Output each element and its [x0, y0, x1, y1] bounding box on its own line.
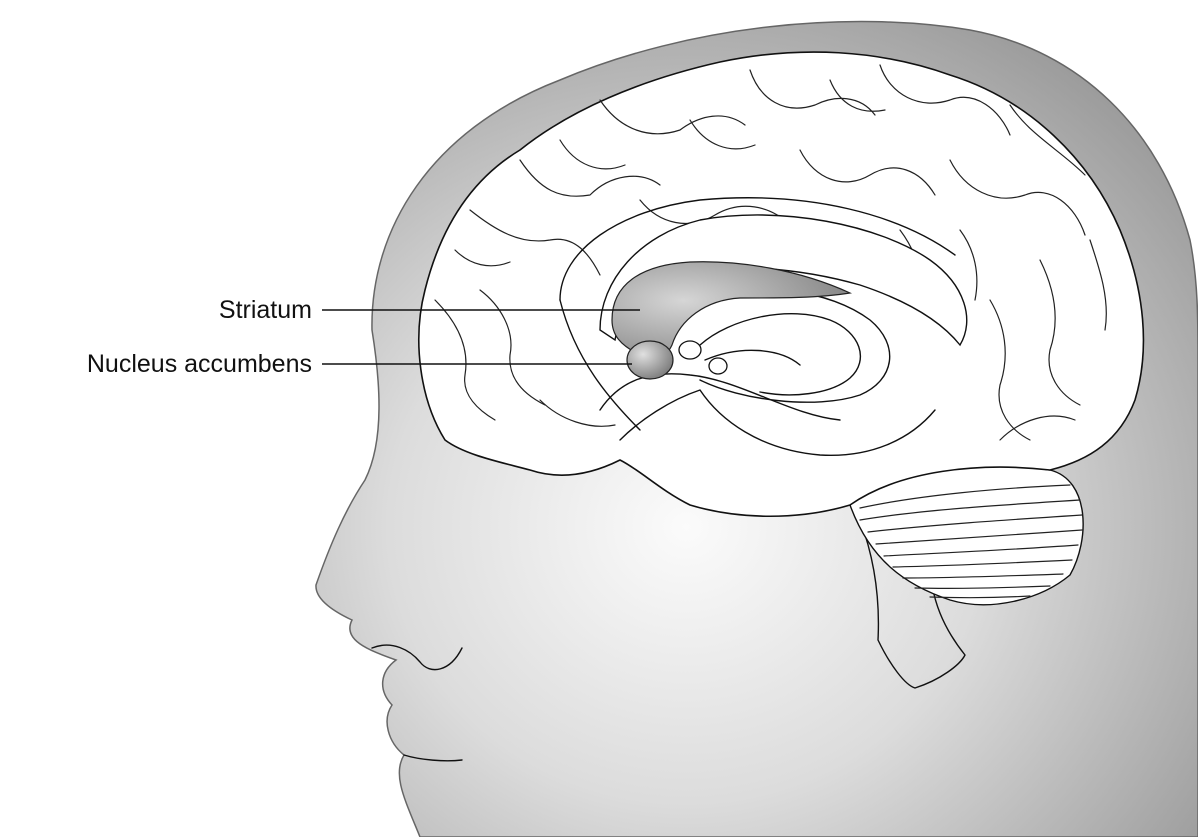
small-nucleus-1: [679, 341, 701, 359]
nucleus-accumbens-label: Nucleus accumbens: [87, 350, 312, 378]
nucleus-accumbens-region: [627, 341, 673, 379]
striatum-label: Striatum: [219, 296, 312, 324]
small-nucleus-2: [709, 358, 727, 374]
